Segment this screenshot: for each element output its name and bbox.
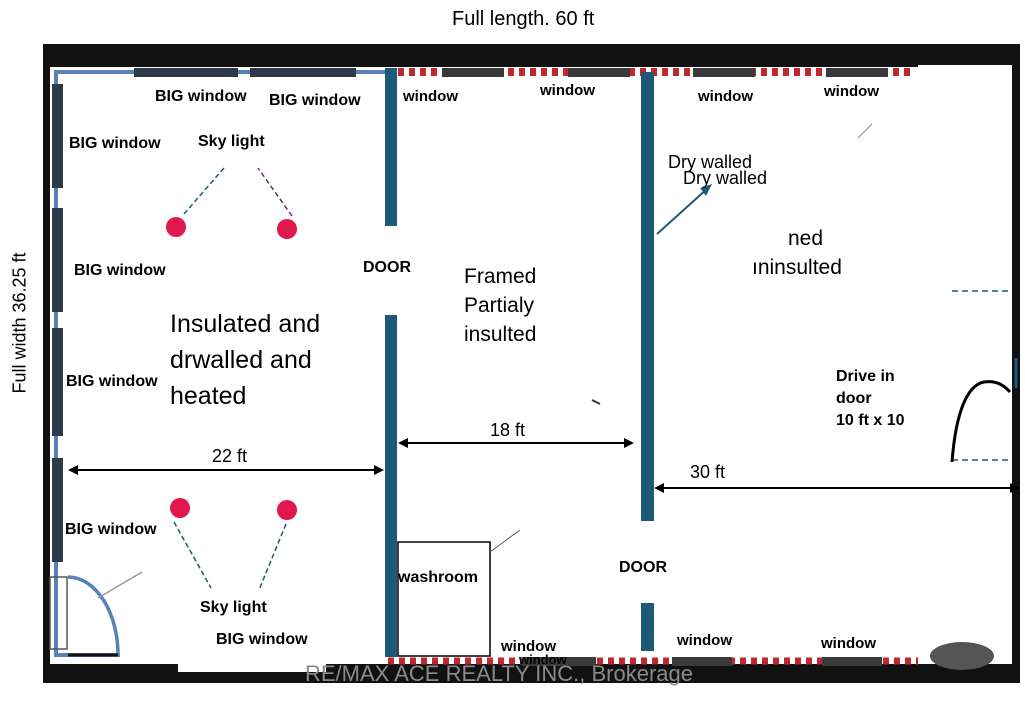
- drive-in-line-2: door: [836, 390, 872, 407]
- dim-22-head-left: [68, 465, 78, 475]
- window-bottom-1: [522, 657, 596, 666]
- door-label-2: DOOR: [619, 559, 667, 576]
- left-room-line-2: drwalled and: [170, 346, 312, 374]
- dry-walled-label-1: Dry walled: [668, 152, 753, 172]
- big-window-left-2: [52, 208, 63, 312]
- corner-blob: [930, 642, 994, 670]
- window-label-bottom-3: window: [677, 632, 732, 649]
- middle-room-description: Framed Partialy insulted: [464, 262, 614, 349]
- big-window-left-4: [52, 458, 63, 562]
- window-label-bottom-2: window: [519, 652, 567, 667]
- washroom-box: [397, 541, 491, 657]
- drive-in-line-3: 10 ft x 10: [836, 412, 905, 429]
- interior-area: [50, 67, 1012, 664]
- window-top-2: [568, 68, 630, 77]
- window-bottom-3: [822, 657, 882, 666]
- stray-mark-2: [591, 399, 601, 405]
- window-label-top-1: window: [403, 88, 458, 105]
- big-window-top-1: [134, 68, 238, 77]
- wall-2-lower: [641, 603, 654, 651]
- entry-door-line: [97, 571, 143, 599]
- entry-door-swing: [67, 575, 120, 656]
- middle-room-line-1: Framed: [464, 265, 537, 288]
- dry-walled-label-2: Dry walled: [683, 168, 768, 188]
- big-window-label-7: BIG window: [216, 631, 308, 648]
- big-window-top-2: [250, 68, 356, 77]
- window-label-top-4: window: [824, 83, 879, 100]
- big-window-label-4: BIG window: [74, 262, 166, 279]
- watermark: RE/MAX ACE REALTY INC., Brokerage: [305, 661, 693, 686]
- window-label-bottom-4: window: [821, 635, 876, 652]
- drive-in-line-1: Drive in: [836, 368, 895, 385]
- dim-18-head-right: [624, 438, 634, 448]
- right-room-line-2: ıninsulted: [752, 256, 842, 279]
- skylight-bottom-1: [170, 498, 190, 518]
- wall-1-lower: [385, 315, 397, 657]
- window-label-top-3: window: [698, 88, 753, 105]
- window-bottom-2: [672, 657, 732, 666]
- big-window-left-3: [52, 328, 63, 436]
- skylight-bottom-2: [277, 500, 297, 520]
- dim-18-head-left: [398, 438, 408, 448]
- dim-label-30: 30 ft: [690, 462, 726, 482]
- big-window-bottom: [178, 662, 326, 672]
- dim-30-head-right: [1010, 483, 1020, 493]
- dry-walled-arrowhead: [700, 184, 712, 196]
- right-room-line-1: ned: [788, 227, 824, 250]
- middle-room-line-3: insulted: [464, 323, 537, 346]
- side-label: Full width 36.25 ft: [9, 252, 30, 394]
- skylight-label-top: Sky light: [198, 133, 265, 150]
- stray-mark-3: [857, 123, 873, 139]
- big-window-label-2: BIG window: [269, 92, 361, 109]
- window-label-bottom-1: window: [501, 638, 556, 655]
- dim-30-head-left: [654, 483, 664, 493]
- skylight-pointer-3: [173, 521, 212, 589]
- washroom-label: washroom: [398, 569, 479, 586]
- big-window-left-1: [52, 84, 63, 188]
- entry-door-panel: [49, 576, 68, 650]
- right-room-description: ned ıninsulted: [752, 224, 892, 282]
- wall-1-upper: [385, 68, 397, 226]
- middle-room-line-2: Partialy: [464, 294, 535, 317]
- drive-in-door-label: Drive in door 10 ft x 10: [836, 366, 926, 432]
- dim-label-22: 22 ft: [212, 446, 248, 466]
- window-top-3: [693, 68, 755, 77]
- window-label-top-2: window: [540, 82, 595, 99]
- skylight-pointer-2: [257, 167, 293, 217]
- skylight-pointer-4: [258, 523, 287, 591]
- wall-2-upper: [641, 72, 654, 521]
- big-window-label-6: BIG window: [65, 521, 157, 538]
- window-top-4: [826, 68, 888, 77]
- drive-door-swing: [950, 380, 1012, 463]
- skylight-top-1: [166, 217, 186, 237]
- dim-label-18: 18 ft: [490, 420, 526, 440]
- big-window-label-5: BIG window: [66, 373, 158, 390]
- big-window-label-1: BIG window: [155, 88, 247, 105]
- skylight-label-bottom: Sky light: [200, 599, 267, 616]
- window-top-1: [442, 68, 504, 77]
- side-label-wrap: Full width 36.25 ft: [0, 238, 40, 408]
- skylight-top-2: [277, 219, 297, 239]
- left-room-line-1: Insulated and: [170, 310, 321, 338]
- dim-22-head-right: [374, 465, 384, 475]
- plan-title: Full length. 60 ft: [452, 8, 595, 30]
- left-room-line-3: heated: [170, 382, 247, 410]
- skylight-pointer-1: [183, 167, 225, 215]
- left-room-description: Insulated and drwalled and heated: [170, 306, 380, 414]
- erased-corner: [918, 65, 1012, 77]
- big-window-label-3: BIG window: [69, 135, 161, 152]
- stray-mark-1: [489, 529, 521, 553]
- door-label-1: DOOR: [363, 259, 411, 276]
- dry-walled-arrow: [656, 187, 709, 235]
